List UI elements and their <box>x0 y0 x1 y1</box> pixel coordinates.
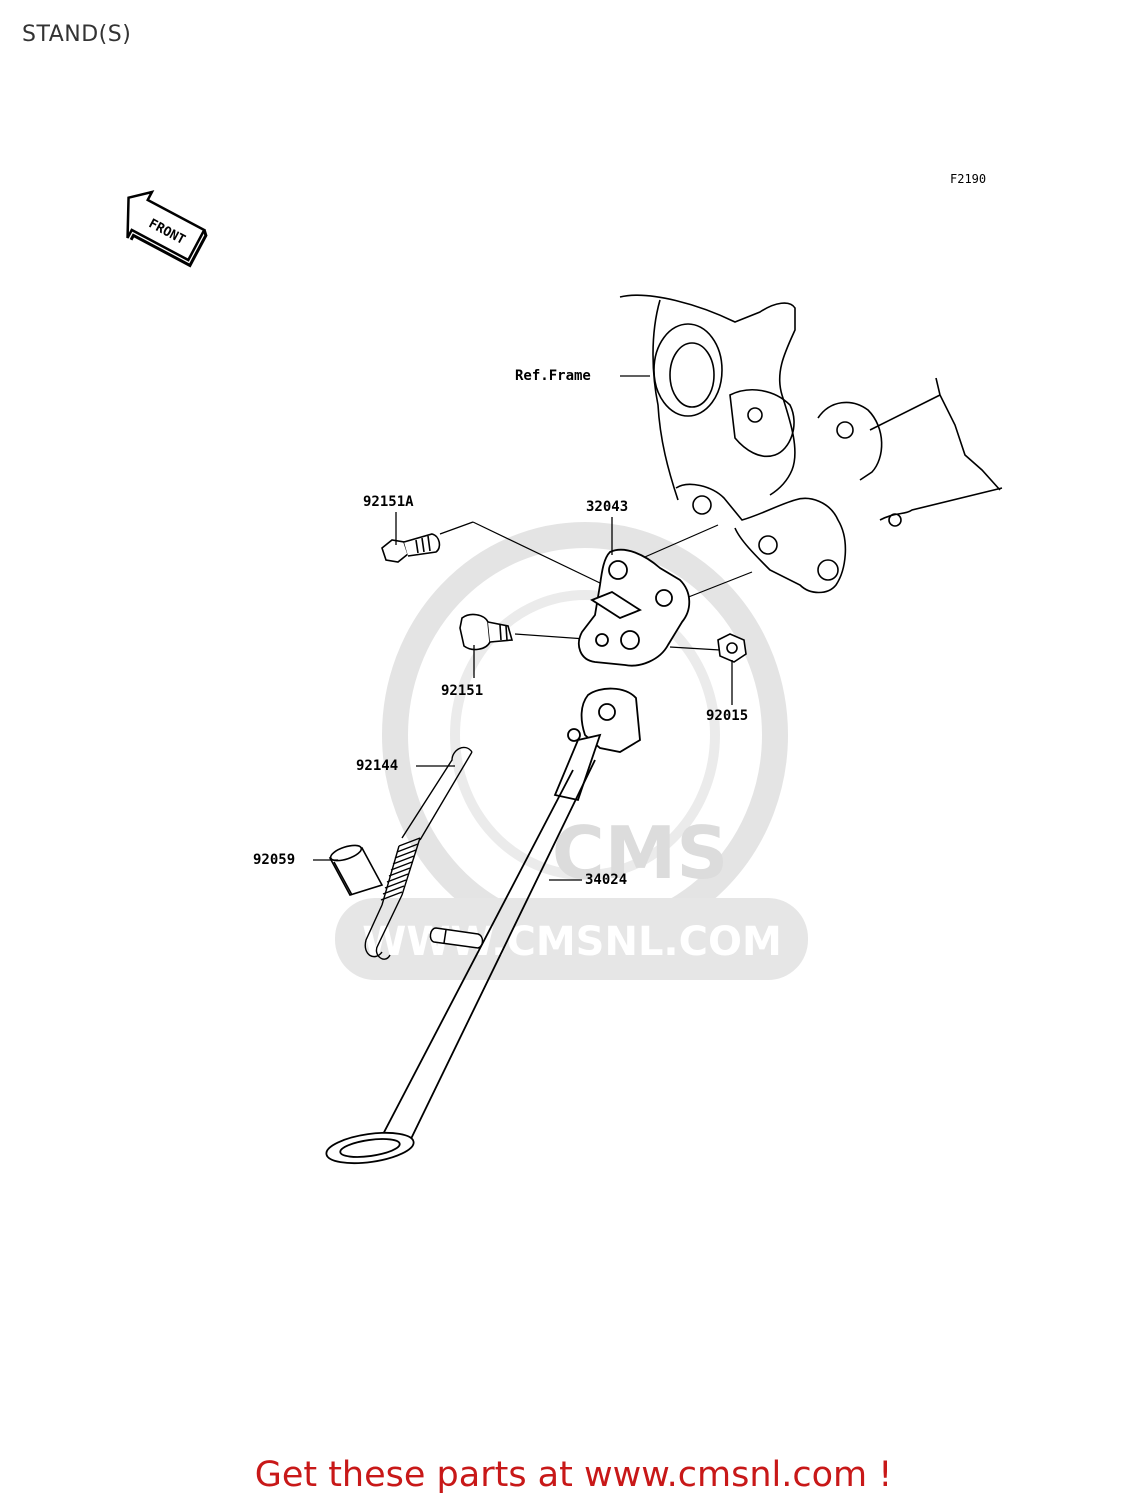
promo-link[interactable]: Get these parts at www.cmsnl.com ! <box>254 1455 893 1495</box>
figure-code: F2190 <box>950 172 987 186</box>
nut-92015 <box>717 633 747 663</box>
part-callout-92151[interactable]: 92151 <box>441 683 484 699</box>
leader-lines <box>313 375 733 881</box>
front-arrow-icon: FRONT <box>126 190 208 268</box>
assembly-lines <box>439 521 753 651</box>
bolt-92151A <box>381 533 441 563</box>
watermark-url-text: WWW.CMSNL.COM <box>362 919 782 965</box>
bolt-92151 <box>459 613 514 651</box>
spring-92144 <box>364 746 473 960</box>
part-callout-34024[interactable]: 34024 <box>585 872 628 888</box>
watermark-logo-text: CMS <box>552 811 728 895</box>
watermark: CMS WWW.CMSNL.COM <box>335 522 808 980</box>
watermark-url-band <box>335 898 808 980</box>
stand-pin <box>429 927 484 949</box>
side-stand-34024 <box>325 687 641 1165</box>
part-callout-92015[interactable]: 92015 <box>706 708 749 724</box>
ref-frame-label: Ref.Frame <box>515 368 591 384</box>
stand-bracket <box>578 548 691 667</box>
part-callout-92059[interactable]: 92059 <box>253 852 296 868</box>
part-callout-92151A[interactable]: 92151A <box>363 494 414 510</box>
page-title: STAND(S) <box>22 22 132 47</box>
part-callout-92144[interactable]: 92144 <box>356 758 399 774</box>
part-callout-32043[interactable]: 32043 <box>586 499 629 515</box>
sleeve-92059 <box>328 844 384 896</box>
frame-outline <box>619 294 1003 594</box>
